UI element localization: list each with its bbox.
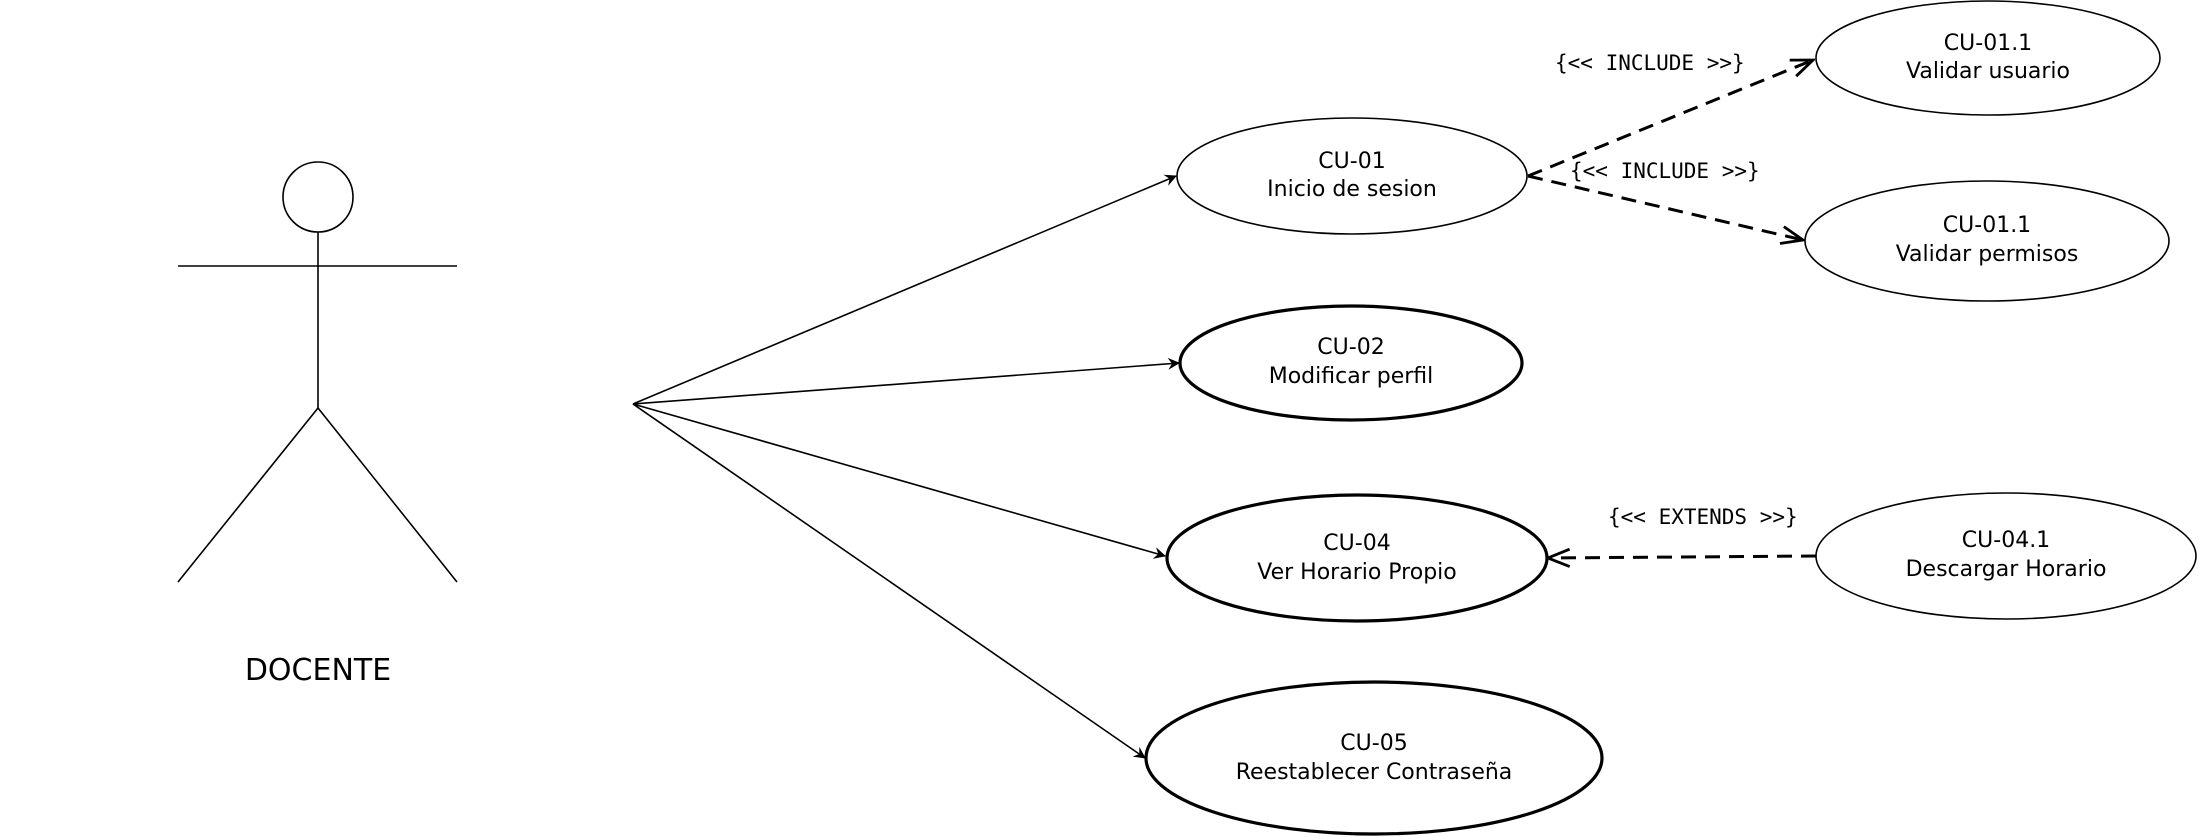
use-case-validar-usuario[interactable]: CU-01.1 Validar usuario bbox=[1815, 0, 2161, 116]
actor-label: DOCENTE bbox=[245, 653, 391, 688]
use-case-shape bbox=[1815, 0, 2161, 116]
association-cu-02 bbox=[632, 357, 1180, 405]
use-case-title: Ver Horario Propio bbox=[1257, 560, 1457, 585]
use-case-shape bbox=[1165, 493, 1549, 623]
stereotype-label: {<< INCLUDE >>} bbox=[1570, 159, 1760, 183]
use-case-title: Reestablecer Contraseña bbox=[1236, 760, 1513, 785]
use-case-shape bbox=[1176, 117, 1528, 235]
use-case-title: Modificar perfil bbox=[1269, 364, 1434, 389]
use-case-id: CU-04.1 bbox=[1962, 528, 2050, 553]
actor-left-leg bbox=[177, 407, 319, 583]
use-case-cu-04-1[interactable]: CU-04.1 Descargar Horario bbox=[1815, 492, 2197, 620]
use-case-shape bbox=[1804, 180, 2170, 302]
association-cu-05 bbox=[632, 403, 1146, 759]
use-case-id: CU-01.1 bbox=[1943, 213, 2031, 238]
actor-docente: DOCENTE bbox=[177, 161, 458, 688]
extends-descargar-horario bbox=[1548, 556, 1817, 558]
use-case-cu-01[interactable]: CU-01 Inicio de sesion bbox=[1176, 117, 1528, 235]
use-case-id: CU-02 bbox=[1317, 335, 1384, 360]
use-case-shape bbox=[1144, 680, 1604, 836]
use-case-id: CU-04 bbox=[1323, 531, 1390, 556]
use-case-title: Descargar Horario bbox=[1906, 557, 2107, 582]
use-case-validar-permisos[interactable]: CU-01.1 Validar permisos bbox=[1804, 180, 2170, 302]
use-case-cu-04[interactable]: CU-04 Ver Horario Propio bbox=[1165, 493, 1549, 623]
use-case-cu-02[interactable]: CU-02 Modificar perfil bbox=[1178, 304, 1524, 422]
actor-right-leg bbox=[317, 407, 458, 583]
use-case-title: Validar usuario bbox=[1906, 59, 2070, 84]
include-validar-permisos bbox=[1527, 174, 1803, 240]
use-case-shape bbox=[1815, 492, 2197, 620]
use-case-title: Validar permisos bbox=[1896, 242, 2079, 267]
use-case-id: CU-01 bbox=[1318, 149, 1385, 174]
use-case-title: Inicio de sesion bbox=[1267, 177, 1437, 202]
associations bbox=[632, 174, 1180, 759]
association-cu-01 bbox=[632, 174, 1177, 405]
association-cu-04 bbox=[632, 403, 1166, 559]
stereotype-label: {<< INCLUDE >>} bbox=[1555, 51, 1745, 75]
dependencies: {<< INCLUDE >>} {<< INCLUDE >>} {<< EXTE… bbox=[1527, 51, 1817, 558]
stereotype-label: {<< EXTENDS >>} bbox=[1608, 505, 1798, 529]
use-case-id: CU-01.1 bbox=[1944, 31, 2032, 56]
actor-head bbox=[282, 161, 354, 233]
use-case-id: CU-05 bbox=[1340, 731, 1407, 756]
use-case-shape bbox=[1178, 304, 1524, 422]
include-validar-usuario bbox=[1527, 60, 1813, 178]
use-case-cu-05[interactable]: CU-05 Reestablecer Contraseña bbox=[1144, 680, 1604, 836]
